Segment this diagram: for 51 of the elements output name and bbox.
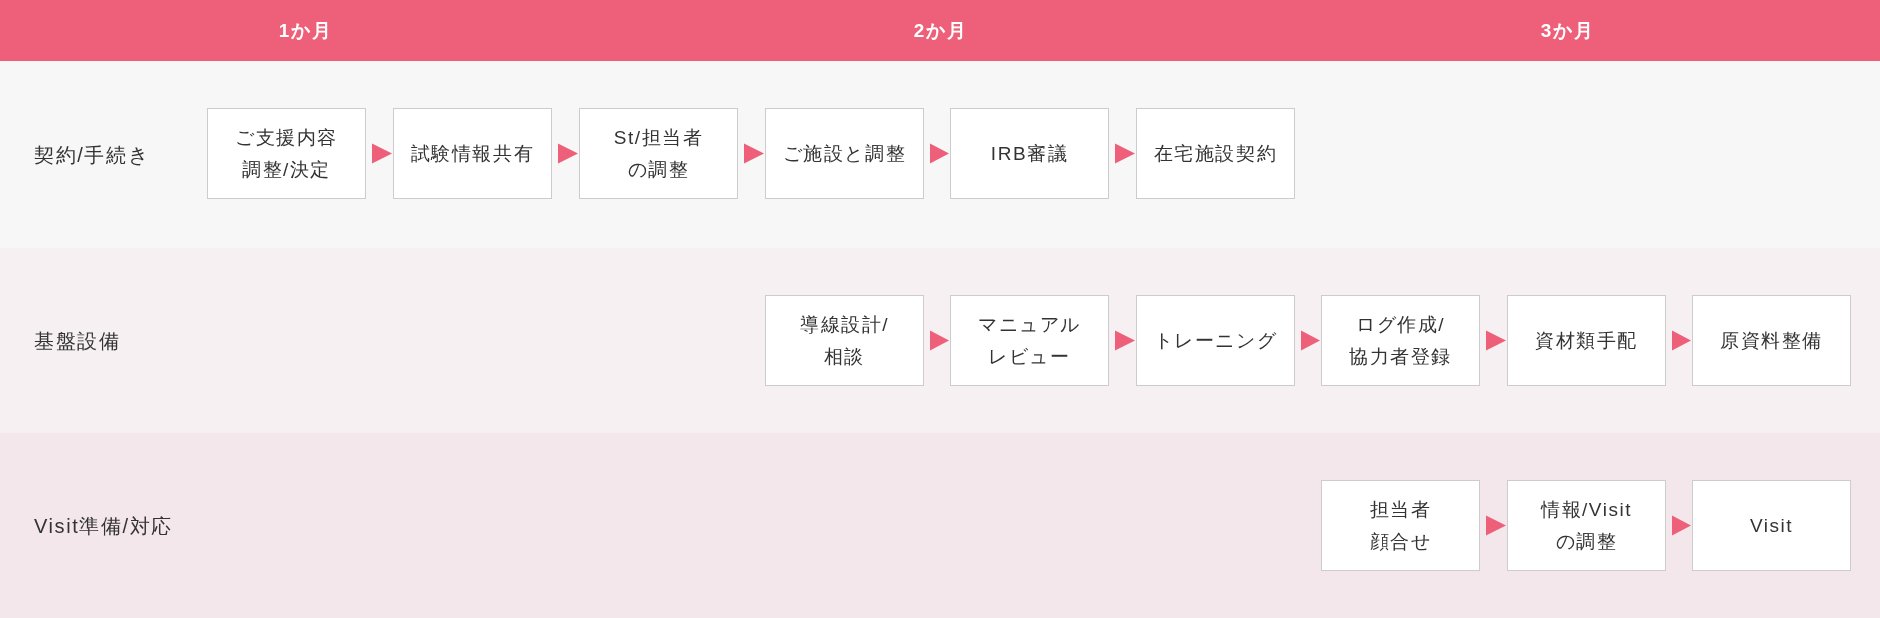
process-box <box>207 108 366 199</box>
swimlane-band <box>0 61 1880 248</box>
process-box <box>765 108 924 199</box>
step-text: トレーニング <box>1153 328 1278 353</box>
arrow <box>744 143 764 164</box>
swimlane-band <box>0 433 1880 618</box>
step-text: 在宅施設契約 <box>1153 141 1278 166</box>
process-box <box>393 108 552 199</box>
step-text: IRB審議 <box>990 141 1069 166</box>
arrow <box>1486 515 1506 536</box>
process-box <box>1136 108 1295 199</box>
step-text: Visit <box>1749 513 1794 538</box>
lane-label: 基盤設備 <box>34 328 121 354</box>
step-text: St/担当者の調整 <box>612 125 705 182</box>
step-text: 情報/Visitの調整 <box>1539 497 1633 554</box>
lane-label: 契約/手続き <box>34 142 150 168</box>
process-box <box>579 108 738 199</box>
month-label: 2か月 <box>913 18 969 43</box>
arrow <box>1486 330 1506 351</box>
month-label: 1か月 <box>278 18 334 43</box>
arrow <box>1115 330 1135 351</box>
step-text: 試験情報共有 <box>410 141 535 166</box>
lane-label: Visit準備/対応 <box>34 513 173 539</box>
arrow <box>1672 515 1691 536</box>
step-text: ご支援内容調整/決定 <box>234 125 339 182</box>
arrow <box>1672 330 1691 351</box>
step-text: マニュアルレビュー <box>977 312 1082 369</box>
swimlane-band <box>0 248 1880 433</box>
arrow <box>558 143 578 164</box>
process-box <box>950 295 1109 386</box>
arrow <box>930 143 949 164</box>
process-box <box>1507 295 1666 386</box>
step-text: 資材類手配 <box>1535 328 1638 353</box>
process-box <box>1692 480 1851 571</box>
process-box <box>765 295 924 386</box>
process-box <box>1321 480 1480 571</box>
arrow <box>930 330 949 351</box>
step-text: 原資料整備 <box>1720 328 1823 353</box>
process-box <box>1136 295 1295 386</box>
arrow <box>1115 143 1135 164</box>
process-box <box>1321 295 1480 386</box>
step-text: 担当者顔合せ <box>1368 497 1433 554</box>
step-text: ログ作成/協力者登録 <box>1348 312 1453 369</box>
month-label: 3か月 <box>1540 18 1596 43</box>
process-box <box>1507 480 1666 571</box>
arrow <box>372 143 392 164</box>
process-box <box>950 108 1109 199</box>
step-text: ご施設と調整 <box>782 141 907 166</box>
process-box <box>1692 295 1851 386</box>
arrow <box>1301 330 1320 351</box>
step-text: 導線設計/相談 <box>799 312 890 369</box>
